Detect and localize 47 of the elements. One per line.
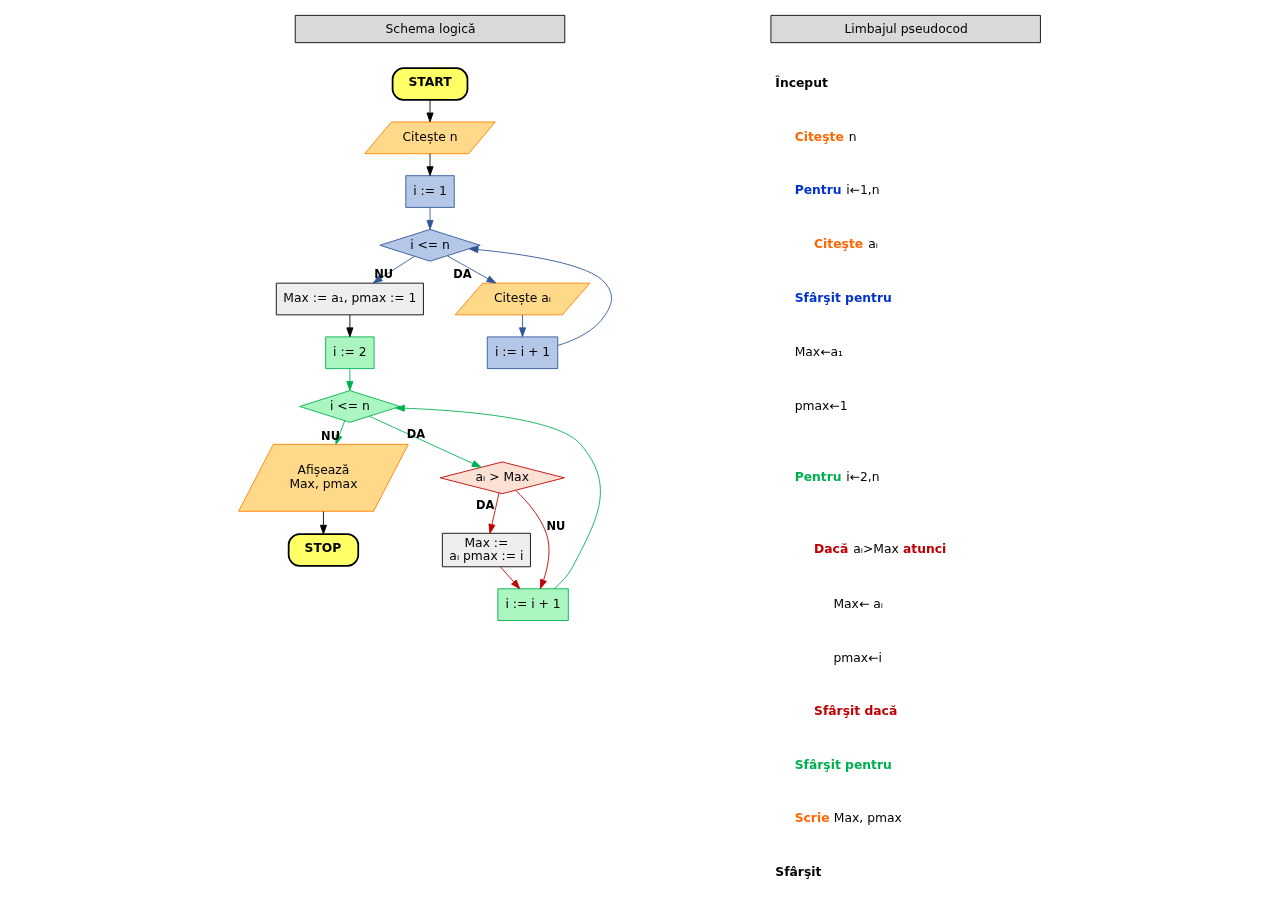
label: Pentru i←2,n (794, 469, 879, 484)
label: pmax←1 (794, 399, 848, 414)
label: Schema logică (385, 21, 476, 36)
arrow (499, 566, 520, 590)
edge-label: NU (320, 429, 340, 444)
label: Dacă aᵢ>Max atunci (813, 541, 946, 556)
label: Max←a₁ (794, 345, 843, 360)
arrow (515, 490, 549, 589)
node-box: STOP (287, 533, 359, 567)
arrow (426, 99, 434, 123)
label: Sfârşit dacă (813, 703, 897, 718)
arrow (518, 314, 526, 338)
arrow (426, 153, 434, 176)
arrow (468, 246, 612, 346)
label: Pentru i←1,n (794, 183, 879, 198)
edge-label: DA (475, 498, 494, 513)
edge-label: DA (406, 426, 425, 441)
edge-label: DA (452, 266, 472, 281)
arrow (345, 368, 353, 391)
node-box: i := 1 (404, 175, 455, 208)
arrow (446, 255, 496, 284)
node-box: Max := a₁, pmax := 1 (275, 282, 424, 316)
node-box: START (391, 67, 468, 101)
label: Limbajul pseudocod (843, 21, 968, 36)
arrow (488, 492, 499, 534)
arrow (426, 207, 434, 230)
arrow (372, 256, 415, 284)
label: Max← aᵢ (832, 597, 883, 612)
node-box: i := 2 (324, 336, 375, 369)
label: Sfârşit pentru (794, 290, 892, 305)
label: Citeşte aᵢ (813, 237, 878, 252)
label: Scrie Max, pmax (794, 811, 902, 826)
node-box: i := i + 1 (496, 588, 569, 621)
label: Început (774, 75, 828, 90)
label: pmax←i (832, 651, 882, 666)
node-box: Max := aᵢ pmax := i (441, 532, 531, 568)
arrow (345, 314, 353, 338)
arrow (368, 415, 481, 468)
label: Sfârşit pentru (794, 757, 892, 772)
arrow (319, 511, 327, 535)
arrow (394, 404, 601, 590)
edge-label: NU (545, 518, 565, 533)
label: Citeşte n (794, 129, 857, 144)
node-diamond: i <= n (298, 390, 400, 423)
label: Sfârşit (774, 865, 821, 880)
edge-label: NU (373, 266, 393, 281)
node-box: i := i + 1 (486, 336, 558, 369)
